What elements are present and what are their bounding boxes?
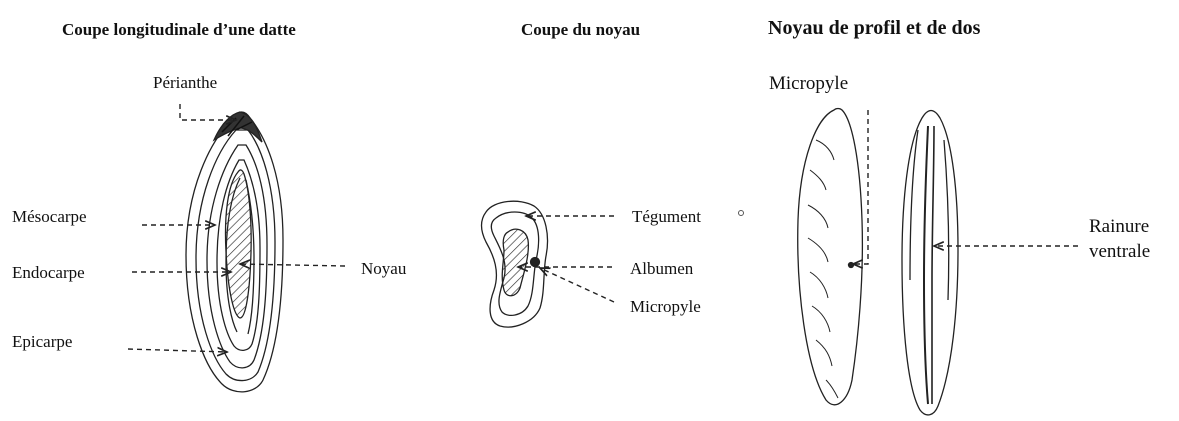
leader-noyau <box>240 264 345 266</box>
date-longitudinal-drawing <box>186 112 283 392</box>
stray-dot <box>739 211 744 216</box>
leader-micropyle-section <box>540 268 614 302</box>
leader-perianthe <box>180 104 236 120</box>
seed-section-drawing <box>482 201 548 327</box>
seed-profile-drawing <box>798 109 863 405</box>
seed-dorsal-drawing <box>902 111 958 415</box>
